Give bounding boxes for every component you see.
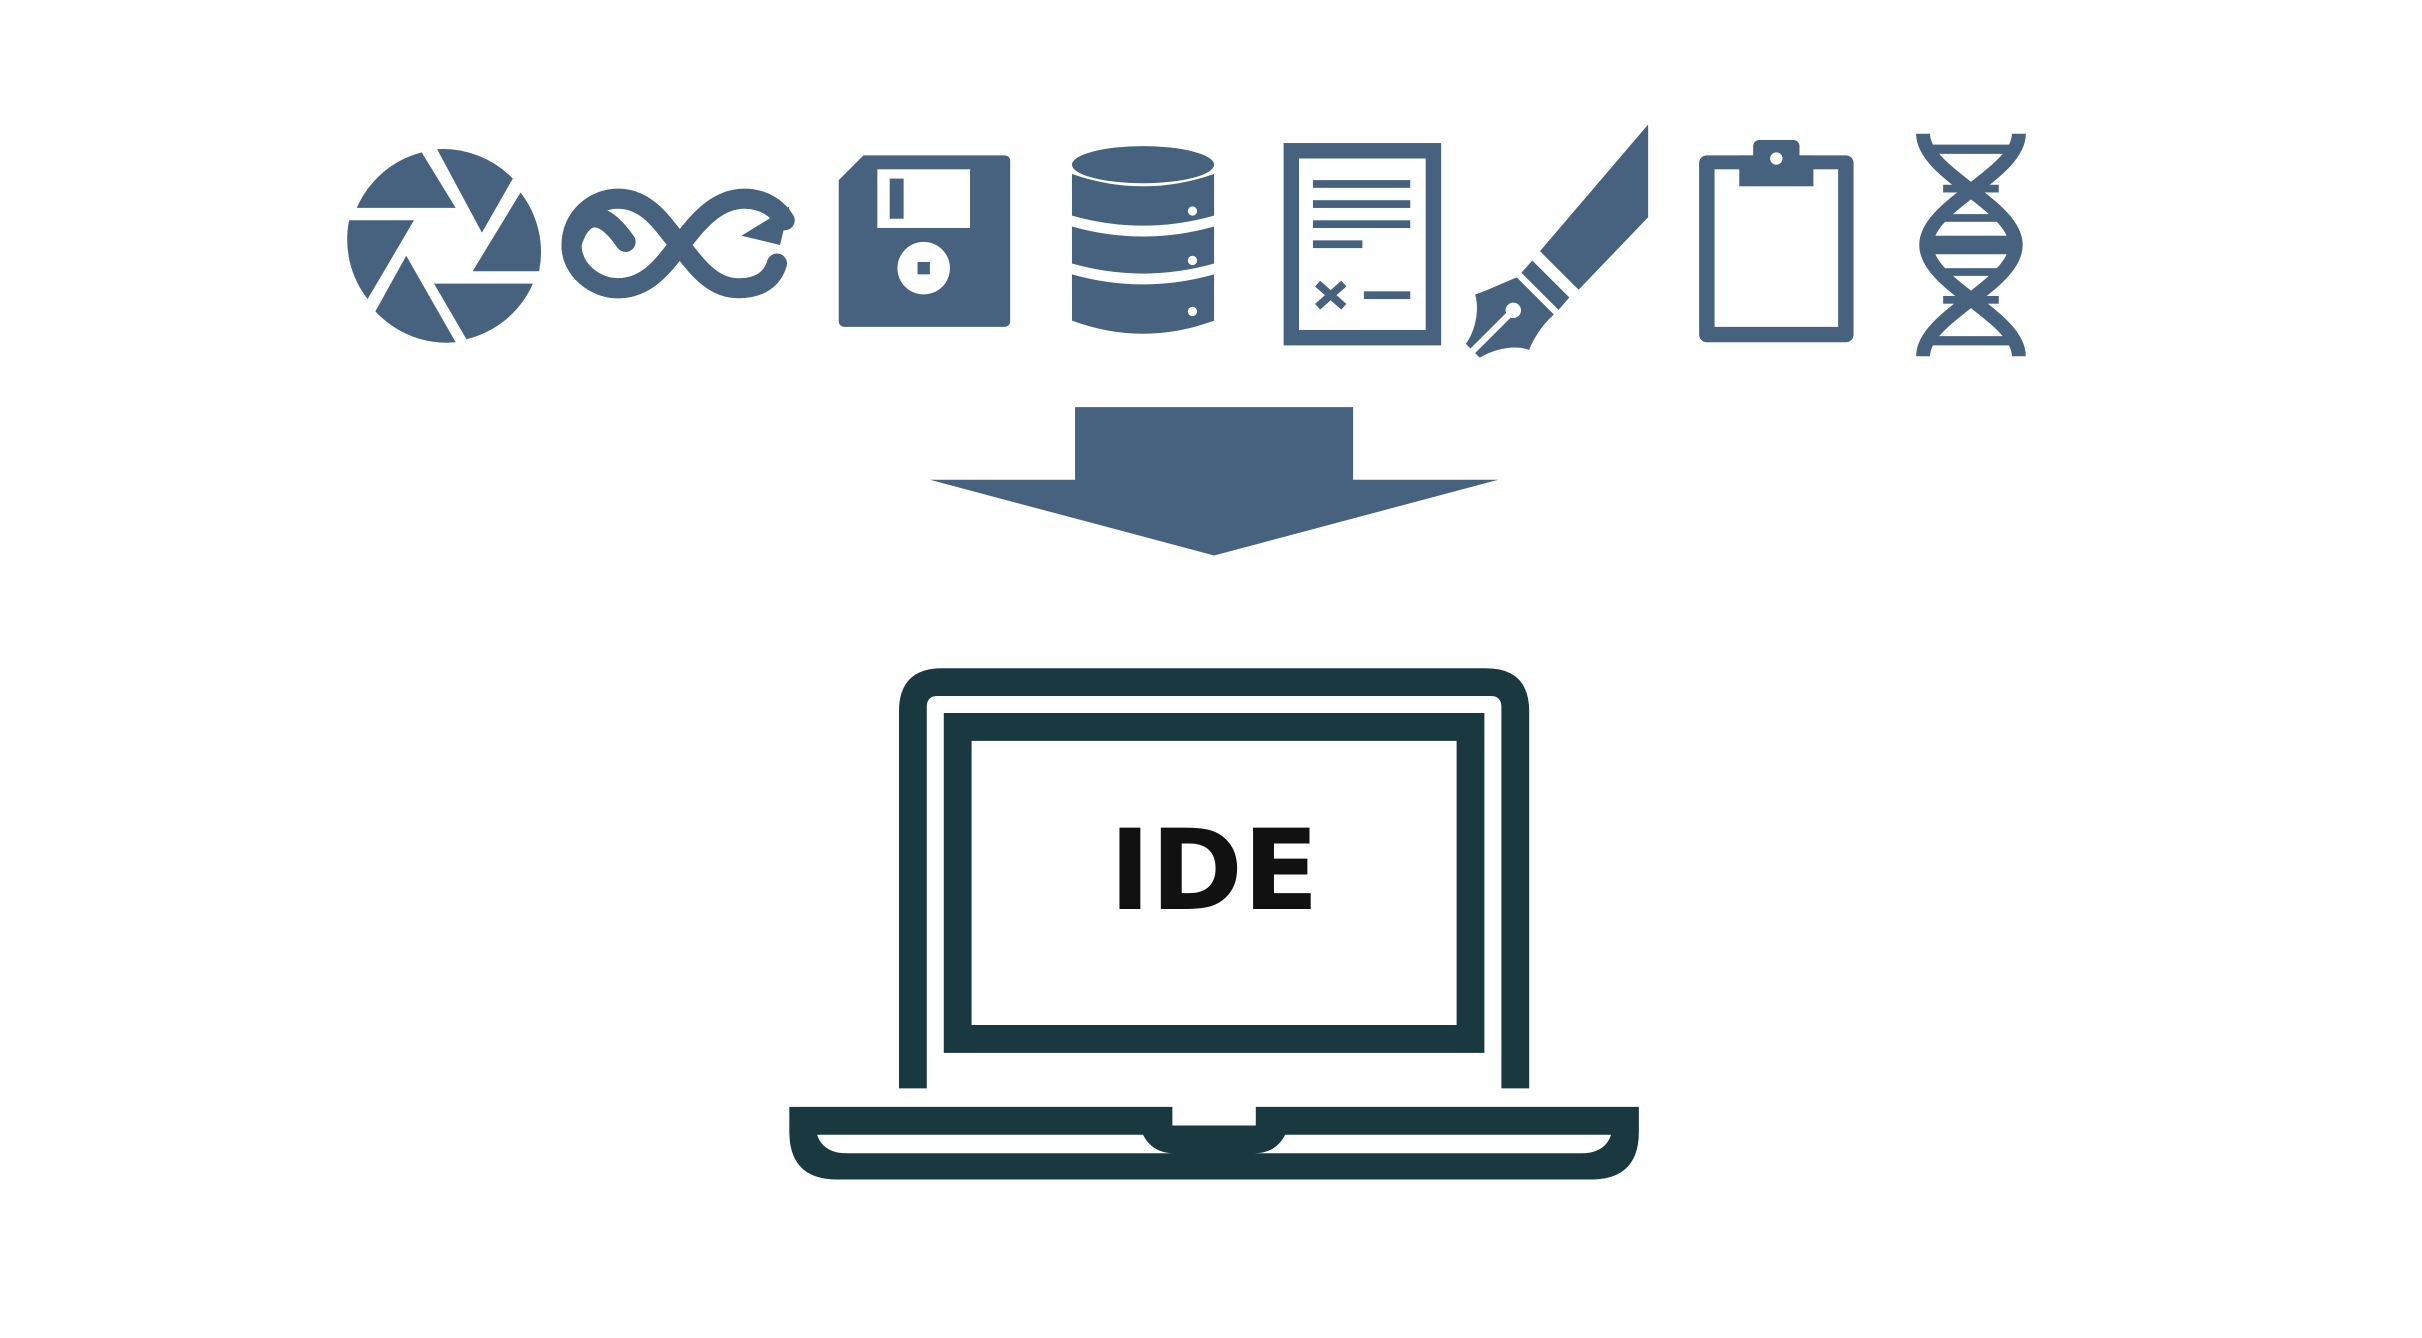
ide-label: IDE xyxy=(1109,807,1319,936)
aperture-icon xyxy=(347,149,541,343)
laptop-icon: IDE xyxy=(789,668,1639,1180)
fountain-pen-icon xyxy=(1465,124,1649,358)
laptop-base xyxy=(789,1106,1639,1180)
icon-row xyxy=(347,124,2026,358)
clipboard-icon xyxy=(1699,139,1854,343)
database-icon xyxy=(1071,146,1215,334)
floppy-disk-icon xyxy=(838,155,1011,327)
document-icon xyxy=(1283,143,1442,346)
dna-icon xyxy=(1916,132,2026,358)
down-arrow xyxy=(929,407,1499,556)
infinity-loop-icon xyxy=(561,188,795,299)
